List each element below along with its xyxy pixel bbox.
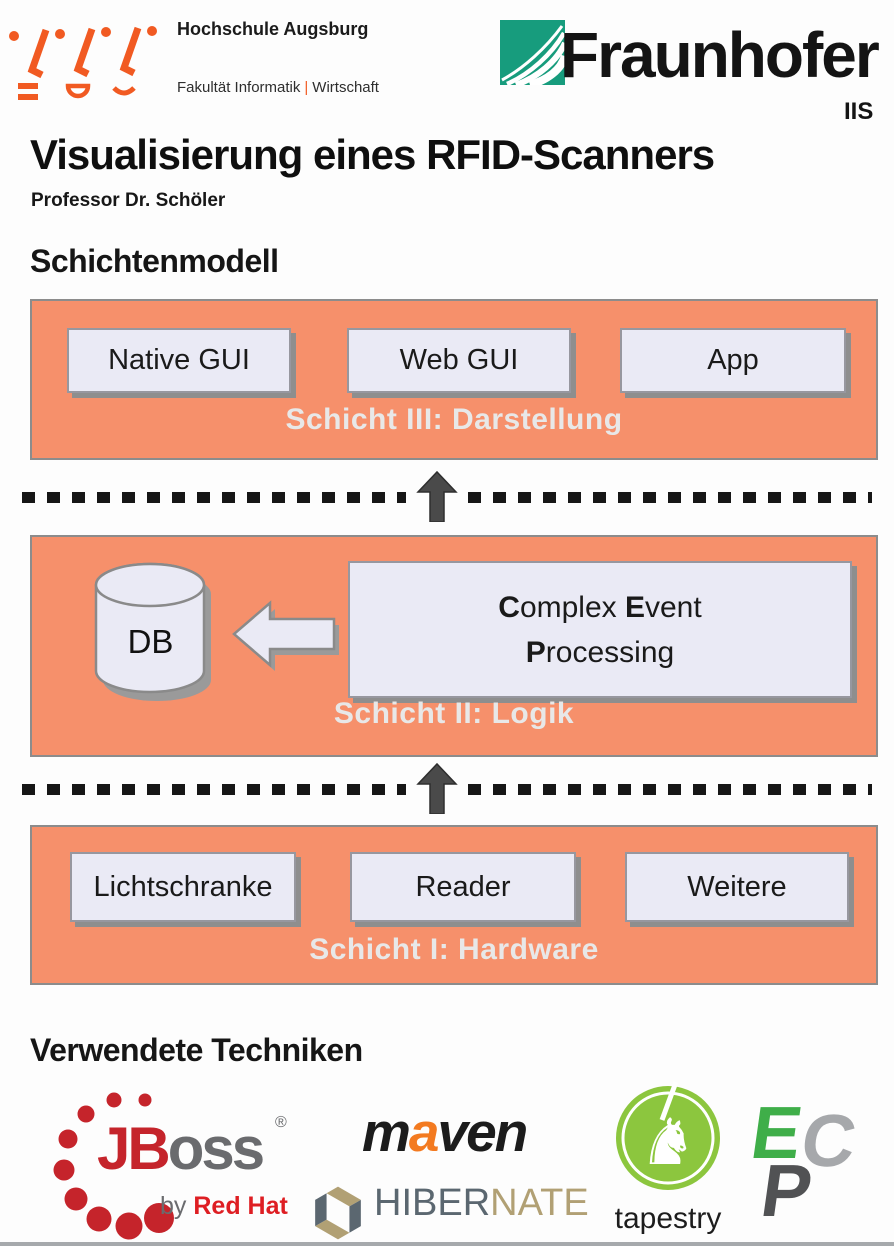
- fraunhofer-institute: IIS: [844, 98, 874, 125]
- layer-schicht-1: Lichtschranke Reader Weitere Schicht I: …: [30, 825, 878, 985]
- pipe-separator: |: [304, 79, 309, 96]
- dashed-line: [468, 492, 872, 503]
- fraunhofer-wordmark: Fraunhofer: [560, 19, 880, 91]
- box-lichtschranke: Lichtschranke: [70, 852, 296, 922]
- left-arrow-icon: [232, 600, 339, 671]
- epc-logo: C E P: [744, 1091, 892, 1237]
- hibernate-wordmark: HIBERNATE: [374, 1182, 589, 1224]
- tapestry-circle-icon: ♞: [616, 1081, 720, 1190]
- bottom-edge-strip: [0, 1242, 894, 1246]
- maven-wordmark: maven: [362, 1101, 528, 1163]
- university-name: Hochschule Augsburg: [177, 19, 369, 39]
- jboss-byline: by Red Hat: [160, 1192, 288, 1220]
- hibernate-logo: HIBERNATE: [308, 1180, 618, 1244]
- hibernate-cube-icon: [315, 1186, 361, 1240]
- jboss-logo: JBoss ® by Red Hat: [25, 1080, 295, 1242]
- page-title: Visualisierung eines RFID-Scanners: [30, 131, 715, 178]
- layer-3-label: Schicht III: Darstellung: [285, 403, 623, 436]
- dashed-line: [22, 492, 406, 503]
- epc-letter-p: P: [756, 1149, 818, 1232]
- faculty-left: Fakultät Informatik: [177, 79, 301, 96]
- tapestry-wordmark: tapestry: [614, 1202, 722, 1235]
- dashed-line: [22, 784, 406, 795]
- jboss-wordmark: JBoss: [97, 1115, 265, 1182]
- up-arrow-icon: [416, 762, 458, 814]
- layer-schicht-3: Native GUI Web GUI App Schicht III: Dars…: [30, 299, 878, 460]
- faculty-line: Fakultät Informatik|Wirtschaft: [177, 79, 379, 96]
- db-label: DB: [127, 623, 174, 660]
- layer-2-label: Schicht II: Logik: [333, 697, 575, 730]
- divider-layer3-layer2: [0, 470, 894, 522]
- hochschule-augsburg-logo-icon: [9, 26, 157, 100]
- divider-layer2-layer1: [0, 762, 894, 814]
- fraunhofer-logo-icon: [500, 20, 565, 85]
- registered-mark: ®: [275, 1114, 287, 1131]
- dashed-line: [468, 784, 872, 795]
- layer-schicht-2: DB Complex Event Processing Schicht II: …: [30, 535, 878, 757]
- box-app: App: [620, 328, 846, 393]
- section-heading-schichtenmodell: Schichtenmodell: [30, 243, 279, 279]
- box-web-gui: Web GUI: [347, 328, 571, 393]
- page-subtitle: Professor Dr. Schöler: [31, 190, 226, 211]
- up-arrow-icon: [416, 470, 458, 522]
- jboss-dots-icon: [53, 1092, 174, 1240]
- cep-line-1: Complex Event: [498, 590, 702, 624]
- faculty-right: Wirtschaft: [312, 79, 379, 96]
- box-reader: Reader: [350, 852, 576, 922]
- box-weitere: Weitere: [625, 852, 849, 922]
- db-cylinder-icon: [94, 562, 211, 701]
- cep-line-2: Processing: [525, 635, 675, 669]
- section-heading-verwendete-techniken: Verwendete Techniken: [30, 1032, 363, 1068]
- tapestry-logo: ♞ tapestry: [602, 1076, 734, 1244]
- box-native-gui: Native GUI: [67, 328, 291, 393]
- cep-box: Complex Event Processing: [348, 561, 852, 698]
- unicorn-icon: ♞: [639, 1106, 696, 1180]
- layer-1-label: Schicht I: Hardware: [309, 933, 599, 966]
